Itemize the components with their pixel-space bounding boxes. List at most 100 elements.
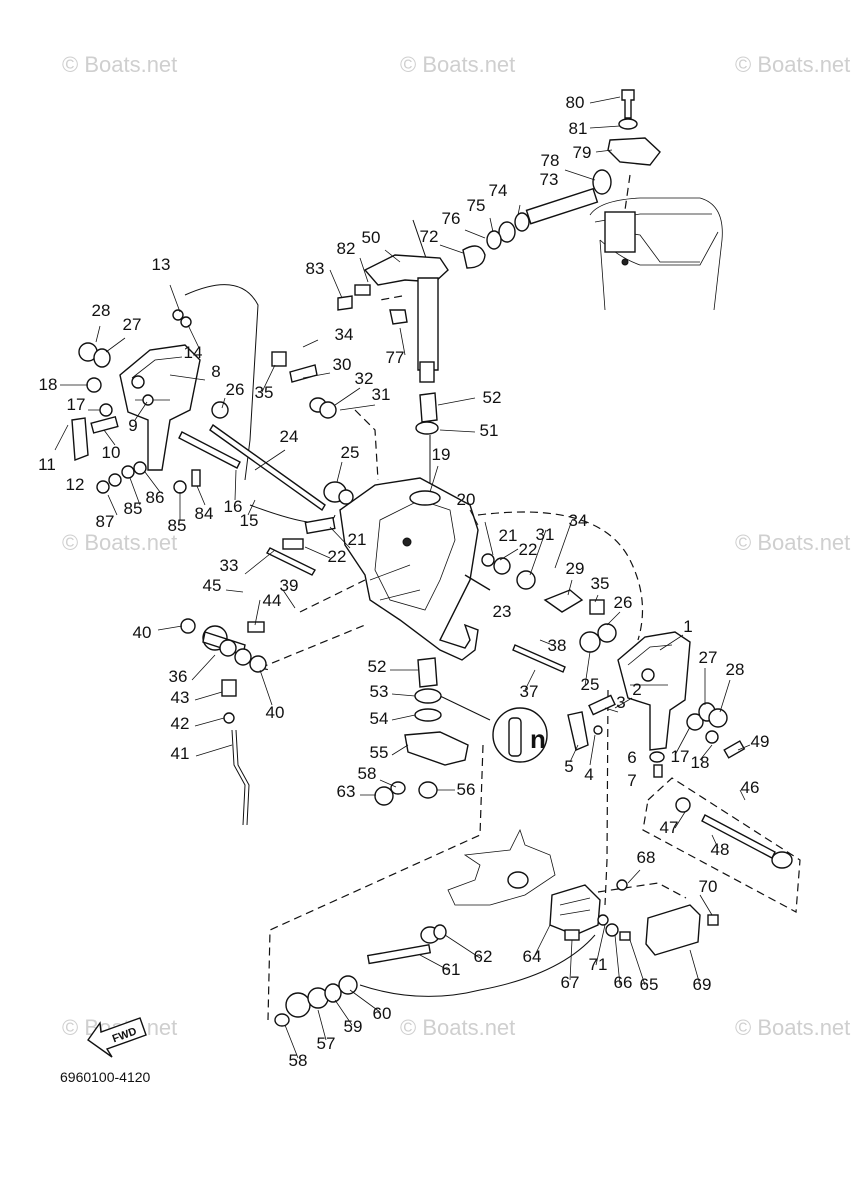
callout-78: 78	[541, 151, 560, 170]
watermark: © Boats.net	[62, 530, 177, 555]
callout-49: 49	[751, 732, 770, 751]
callout-18: 18	[691, 753, 710, 772]
left-clamp-bracket	[71, 344, 201, 471]
callout-70: 70	[699, 877, 718, 896]
callout-82: 82	[337, 239, 356, 258]
callout-34: 34	[335, 325, 354, 344]
callout-72: 72	[420, 227, 439, 246]
callout-58: 58	[358, 764, 377, 783]
drawing-code: 6960100-4120	[60, 1069, 151, 1085]
fwd-arrow-icon: FWD	[87, 1017, 147, 1058]
watermark: © Boats.net	[400, 1015, 515, 1040]
callout-15: 15	[240, 511, 259, 530]
watermark: © Boats.net	[400, 52, 515, 77]
callout-28: 28	[726, 660, 745, 679]
callout-58: 58	[289, 1051, 308, 1070]
callout-54: 54	[370, 709, 389, 728]
callout-26: 26	[226, 380, 245, 399]
callout-27: 27	[699, 648, 718, 667]
callout-10: 10	[102, 443, 121, 462]
callouts: 1 2 3 4 5 6 7 8 9 10 11 12 13 14 15 16 1…	[38, 93, 769, 1070]
callout-61: 61	[442, 960, 461, 979]
callout-41: 41	[171, 744, 190, 763]
detail-inset: n	[492, 707, 548, 763]
callout-86: 86	[146, 488, 165, 507]
callout-36: 36	[169, 667, 188, 686]
callout-7: 7	[627, 771, 636, 790]
callout-47: 47	[660, 818, 679, 837]
callout-69: 69	[693, 975, 712, 994]
callout-71: 71	[589, 955, 608, 974]
callout-4: 4	[584, 765, 593, 784]
callout-30: 30	[333, 355, 352, 374]
callout-52: 52	[483, 388, 502, 407]
watermark: © Boats.net	[735, 1015, 850, 1040]
callout-64: 64	[523, 947, 542, 966]
callout-59: 59	[344, 1017, 363, 1036]
callout-12: 12	[66, 475, 85, 494]
callout-34: 34	[569, 511, 588, 530]
callout-32: 32	[355, 369, 374, 388]
callout-18: 18	[39, 375, 58, 394]
callout-16: 16	[224, 497, 243, 516]
callout-57: 57	[317, 1034, 336, 1053]
callout-14: 14	[184, 343, 203, 362]
callout-31: 31	[372, 385, 391, 404]
callout-77: 77	[386, 348, 405, 367]
callout-55: 55	[370, 743, 389, 762]
callout-33: 33	[220, 556, 239, 575]
callout-40: 40	[266, 703, 285, 722]
callout-24: 24	[280, 427, 299, 446]
engine-cowling	[589, 197, 723, 311]
shafts	[178, 423, 566, 673]
callout-80: 80	[566, 93, 585, 112]
callout-81: 81	[569, 119, 588, 138]
callout-31: 31	[536, 525, 555, 544]
callout-83: 83	[306, 259, 325, 278]
callout-45: 45	[203, 576, 222, 595]
callout-21: 21	[499, 526, 518, 545]
callout-74: 74	[489, 181, 508, 200]
callout-8: 8	[211, 362, 220, 381]
lower-hardware	[274, 797, 793, 1027]
steering-friction	[374, 392, 469, 806]
callout-11: 11	[38, 455, 56, 474]
leader-lines	[184, 174, 801, 1021]
callout-60: 60	[373, 1004, 392, 1023]
watermark: © Boats.net	[62, 52, 177, 77]
callout-23: 23	[493, 602, 512, 621]
callout-66: 66	[614, 973, 633, 992]
callout-20: 20	[457, 490, 476, 509]
callout-27: 27	[123, 315, 142, 334]
callout-42: 42	[171, 714, 190, 733]
callout-35: 35	[255, 383, 274, 402]
watermark: © Boats.net	[735, 52, 850, 77]
callout-75: 75	[467, 196, 486, 215]
callout-9: 9	[128, 416, 137, 435]
lower-unit	[447, 828, 556, 906]
callout-67: 67	[561, 973, 580, 992]
callout-28: 28	[92, 301, 111, 320]
watermark: © Boats.net	[735, 530, 850, 555]
callout-6: 6	[627, 748, 636, 767]
callout-3: 3	[616, 693, 625, 712]
callout-73: 73	[540, 170, 559, 189]
detail-label: n	[530, 724, 546, 754]
callout-leaders	[54, 96, 751, 1059]
callout-46: 46	[741, 778, 760, 797]
callout-62: 62	[474, 947, 493, 966]
callout-44: 44	[263, 591, 282, 610]
callout-76: 76	[442, 209, 461, 228]
callout-56: 56	[457, 780, 476, 799]
callout-29: 29	[566, 559, 585, 578]
callout-53: 53	[370, 682, 389, 701]
callout-13: 13	[152, 255, 171, 274]
callout-65: 65	[640, 975, 659, 994]
callout-50: 50	[362, 228, 381, 247]
callout-38: 38	[548, 636, 567, 655]
callout-2: 2	[632, 680, 641, 699]
callout-68: 68	[637, 848, 656, 867]
tilt-upper-parts	[486, 89, 661, 250]
callout-26: 26	[614, 593, 633, 612]
